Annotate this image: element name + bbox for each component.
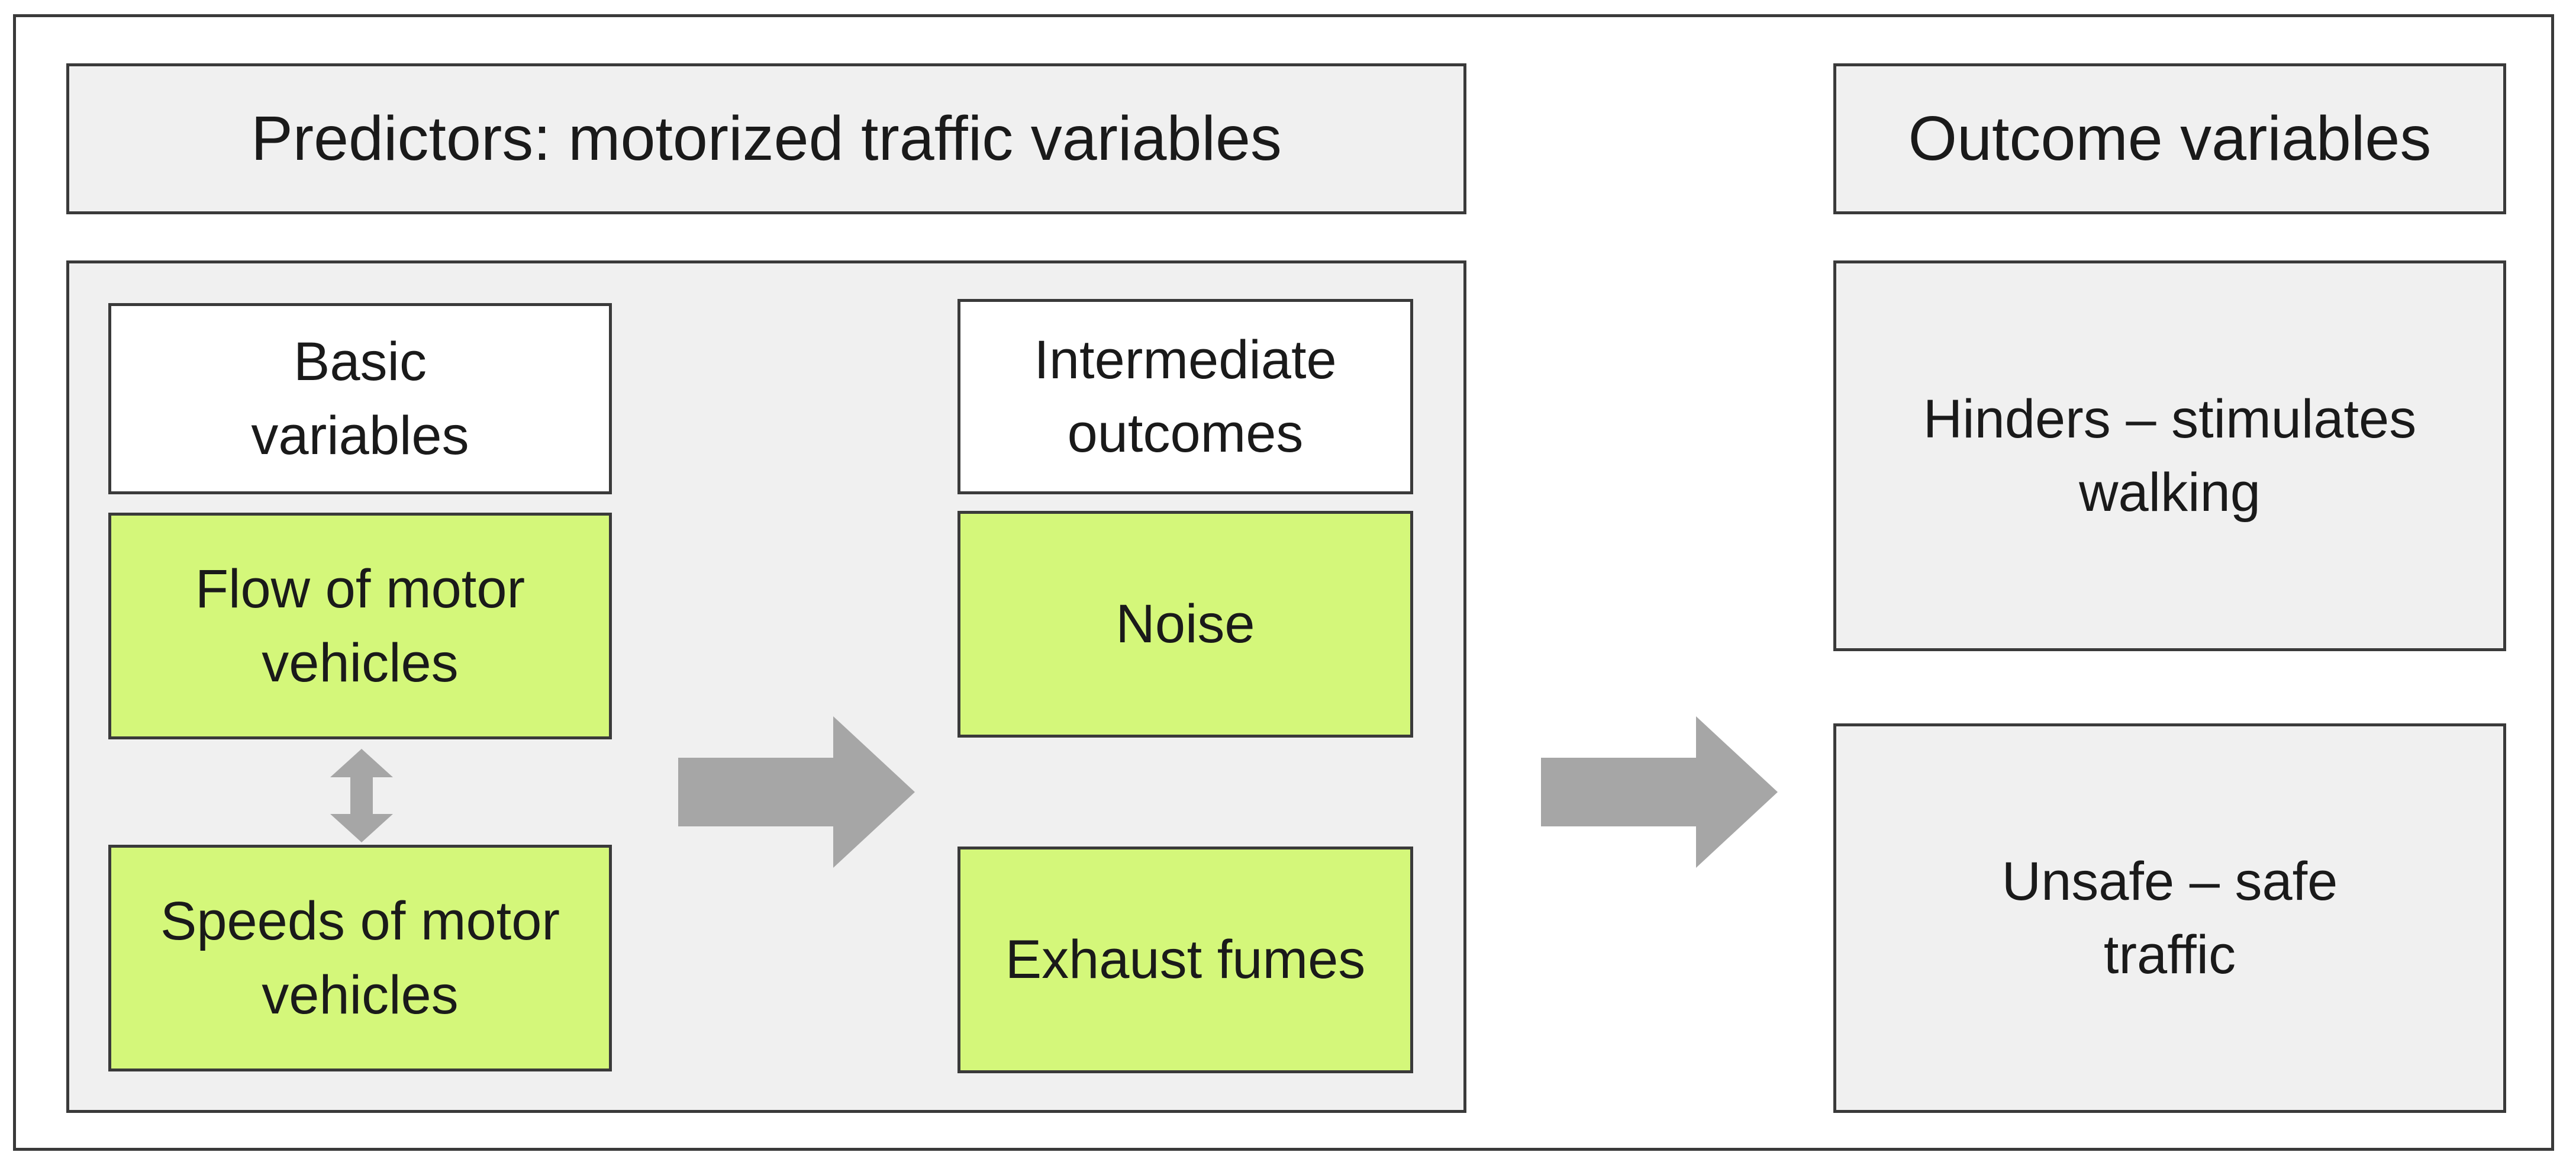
noise-text: Noise [1115, 594, 1255, 655]
intermediate-outcomes-header: Intermediate outcomes [957, 299, 1413, 494]
unsafe-safe-traffic-text: Unsafe – safe traffic [2001, 851, 2338, 985]
right-block-arrow-icon [1541, 716, 1778, 868]
hinders-stimulates-walking-text: Hinders – stimulates walking [1923, 388, 2417, 523]
speeds-of-motor-vehicles-box: Speeds of motor vehicles [108, 845, 612, 1071]
speeds-of-motor-vehicles-text: Speeds of motor vehicles [160, 891, 560, 1025]
intermediate-outcomes-text: Intermediate outcomes [1034, 329, 1337, 464]
noise-box: Noise [957, 511, 1413, 738]
basic-variables-text: Basic variables [251, 332, 469, 466]
predictors-header-text: Predictors: motorized traffic variables [251, 103, 1282, 173]
exhaust-fumes-box: Exhaust fumes [957, 847, 1413, 1073]
flow-of-motor-vehicles-text: Flow of motor vehicles [195, 559, 525, 693]
predictors-header: Predictors: motorized traffic variables [66, 63, 1466, 214]
unsafe-safe-traffic-box: Unsafe – safe traffic [1833, 723, 2506, 1113]
right-block-arrow-icon [678, 716, 915, 868]
flow-of-motor-vehicles-box: Flow of motor vehicles [108, 513, 612, 739]
basic-variables-header: Basic variables [108, 303, 612, 494]
exhaust-fumes-text: Exhaust fumes [1005, 929, 1366, 990]
outcomes-header-text: Outcome variables [1908, 103, 2432, 173]
outcomes-header: Outcome variables [1833, 63, 2506, 214]
hinders-stimulates-walking-box: Hinders – stimulates walking [1833, 260, 2506, 651]
vertical-double-arrow-icon [330, 749, 393, 842]
